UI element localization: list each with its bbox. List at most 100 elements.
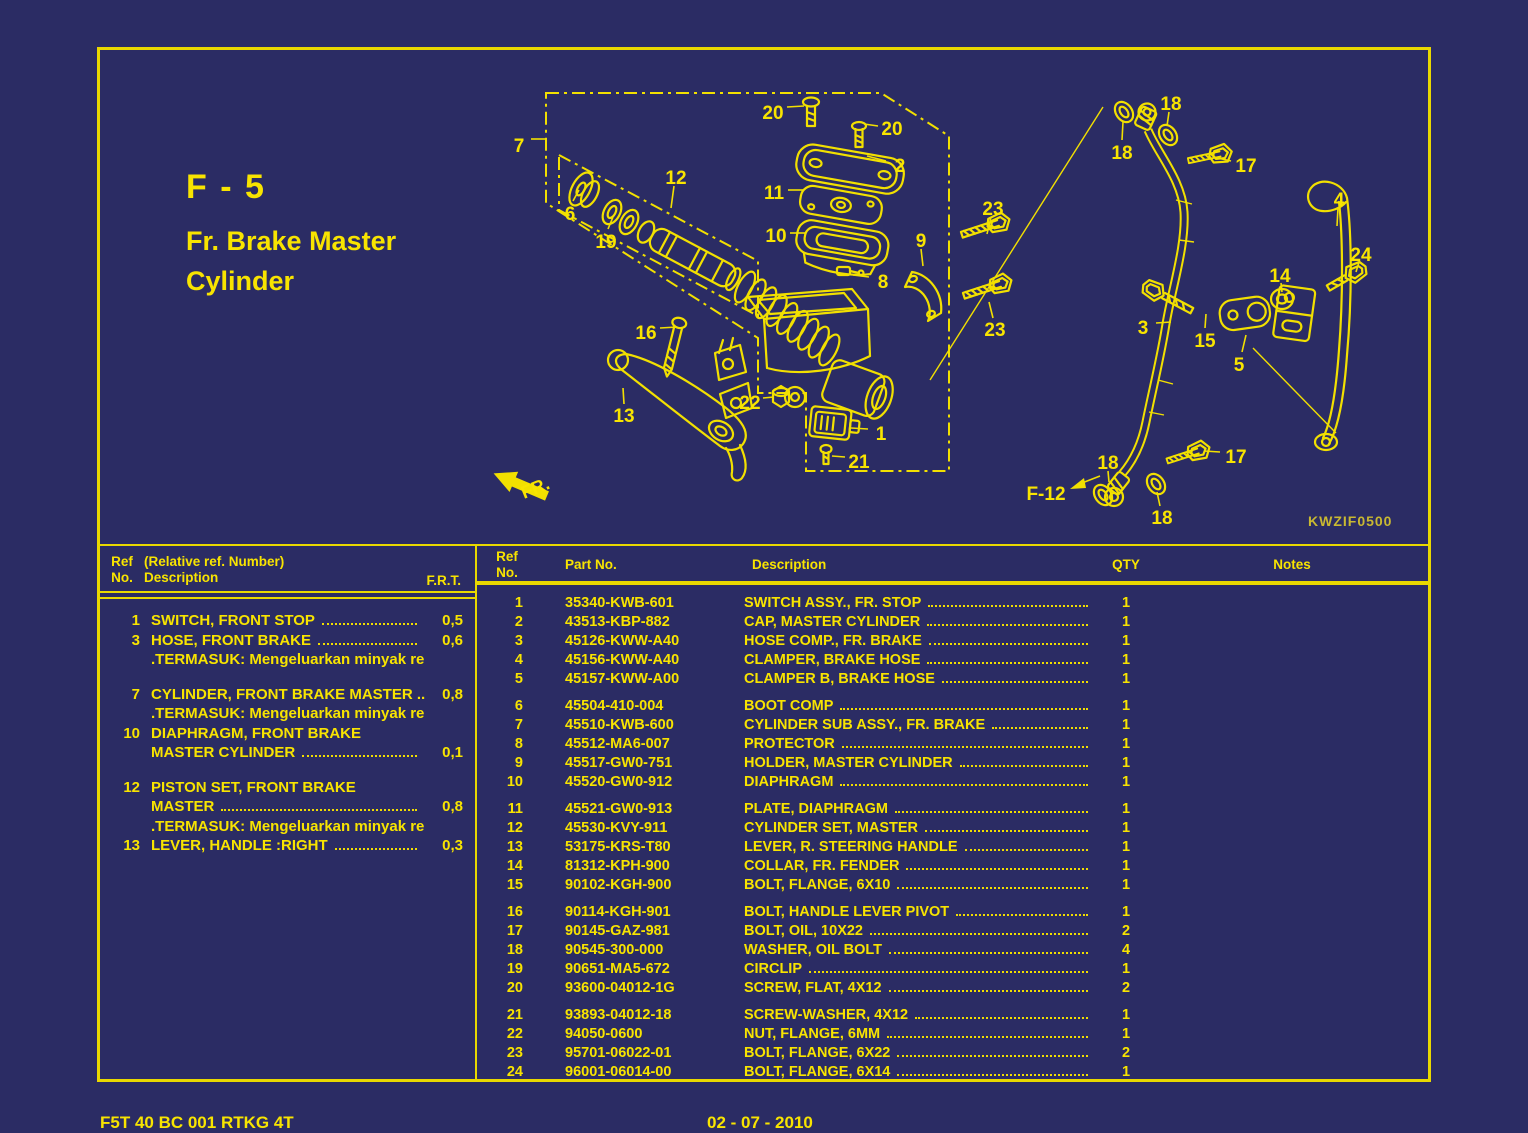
parts-ref-no: 17 [506, 923, 523, 939]
frt-value: 0,6 [442, 631, 463, 649]
callout-number: 7 [514, 136, 525, 157]
callout-leader [670, 185, 675, 209]
parts-description: COLLAR, FR. FENDER [744, 857, 1096, 876]
parts-description-text: SCREW, FLAT, 4X12 [744, 980, 882, 996]
frt-ref-no [100, 743, 140, 763]
dot-leader [887, 1036, 1088, 1038]
frt-ref-no: 12 [123, 778, 140, 796]
parts-notes [1156, 594, 1428, 613]
parts-description: PLATE, DIAPHRAGM [744, 800, 1096, 819]
dot-leader [925, 830, 1088, 832]
brake-hose-clamper-b [1218, 295, 1272, 332]
frt-ref-no [100, 817, 140, 837]
connector-line [929, 106, 1104, 381]
parts-description-text: WASHER, OIL BOLT [744, 942, 883, 958]
flange-nut [771, 384, 791, 409]
parts-header-description: Description [752, 557, 827, 572]
frt-value: 0,8 [442, 685, 463, 703]
callout-leader [863, 123, 879, 127]
header-rule [477, 581, 1428, 585]
parts-notes [1156, 1006, 1428, 1025]
dot-leader [956, 914, 1088, 916]
parts-description-text: PLATE, DIAPHRAGM [744, 801, 888, 817]
parts-description-text: BOLT, FLANGE, 6X14 [744, 1064, 891, 1080]
parts-description-text: BOLT, FLANGE, 6X22 [744, 1045, 891, 1061]
master-cylinder-body [713, 287, 894, 420]
frt-description: MASTER [140, 797, 425, 817]
fr-direction-arrow: FR. [493, 471, 552, 503]
dot-leader [906, 868, 1088, 870]
parts-description-text: CAP, MASTER CYLINDER [744, 614, 921, 630]
parts-description: SWITCH ASSY., FR. STOP [744, 594, 1096, 613]
assembly-boundary-dashed [545, 92, 950, 472]
parts-part-no: 45520-GW0-912 [565, 774, 673, 790]
callout-number: 17 [1225, 447, 1246, 468]
parts-description: HOLDER, MASTER CYLINDER [744, 754, 1096, 773]
fr-label: FR. [518, 473, 552, 502]
parts-part-no: 45157-KWW-A00 [565, 671, 680, 687]
parts-notes [1156, 735, 1428, 754]
callout-number: 18 [1151, 508, 1172, 529]
parts-description-text: CYLINDER SET, MASTER [744, 820, 919, 836]
parts-description-text: CYLINDER SUB ASSY., FR. BRAKE [744, 717, 986, 733]
parts-ref-no: 2 [514, 614, 523, 630]
parts-ref-no: 8 [514, 736, 523, 752]
callout-leader [659, 326, 678, 329]
parts-notes [1156, 1025, 1428, 1044]
dot-leader [897, 1074, 1088, 1076]
parts-qty: 1 [1121, 774, 1131, 790]
footer-date: 02 - 07 - 2010 [707, 1113, 813, 1132]
frt-header-ref: Ref [111, 554, 133, 569]
parts-part-no: 90102-KGH-900 [565, 877, 672, 893]
callout-leader [988, 301, 994, 319]
brake-hose-clamper [1272, 180, 1352, 452]
parts-ref-no: 20 [506, 980, 523, 996]
dot-leader [894, 811, 1088, 813]
parts-notes [1156, 1044, 1428, 1063]
parts-qty: 1 [1121, 961, 1131, 977]
parts-description: BOLT, FLANGE, 6X14 [744, 1063, 1096, 1082]
dot-leader [840, 784, 1088, 786]
dot-leader [928, 643, 1088, 645]
parts-ref-no: 10 [506, 774, 523, 790]
callout-number: 21 [848, 452, 870, 473]
parts-notes [1156, 922, 1428, 941]
parts-part-no: 45126-KWW-A40 [565, 633, 680, 649]
dot-leader [840, 708, 1088, 710]
flange-bolt-6x14 [1325, 257, 1372, 292]
parts-ref-no: 9 [514, 755, 523, 771]
oil-bolt-washer [1110, 97, 1138, 127]
footer-document-code: F5T 40 BC 001 RTKG 4T [100, 1113, 294, 1132]
dot-leader [964, 849, 1088, 851]
callout-layer: 7126192020211108923231613221211818173424… [514, 94, 1372, 529]
parts-qty: 1 [1121, 839, 1131, 855]
brake-lever [606, 348, 747, 482]
parts-header-notes: Notes [1273, 557, 1311, 572]
frt-ref-no [100, 650, 140, 670]
frt-description: LEVER, HANDLE :RIGHT [140, 836, 425, 856]
dot-leader [915, 1017, 1088, 1019]
parts-description-text: DIAPHRAGM [744, 774, 834, 790]
parts-notes [1156, 651, 1428, 670]
parts-description: BOLT, FLANGE, 6X22 [744, 1044, 1096, 1063]
parts-description-text: CIRCLIP [744, 961, 802, 977]
dot-leader [897, 1055, 1088, 1057]
callout-leader [762, 396, 775, 399]
parts-qty: 1 [1121, 801, 1131, 817]
parts-header-qty: QTY [1112, 557, 1140, 572]
frt-table-header: Ref No. (Relative ref. Number) Descripti… [100, 546, 475, 591]
